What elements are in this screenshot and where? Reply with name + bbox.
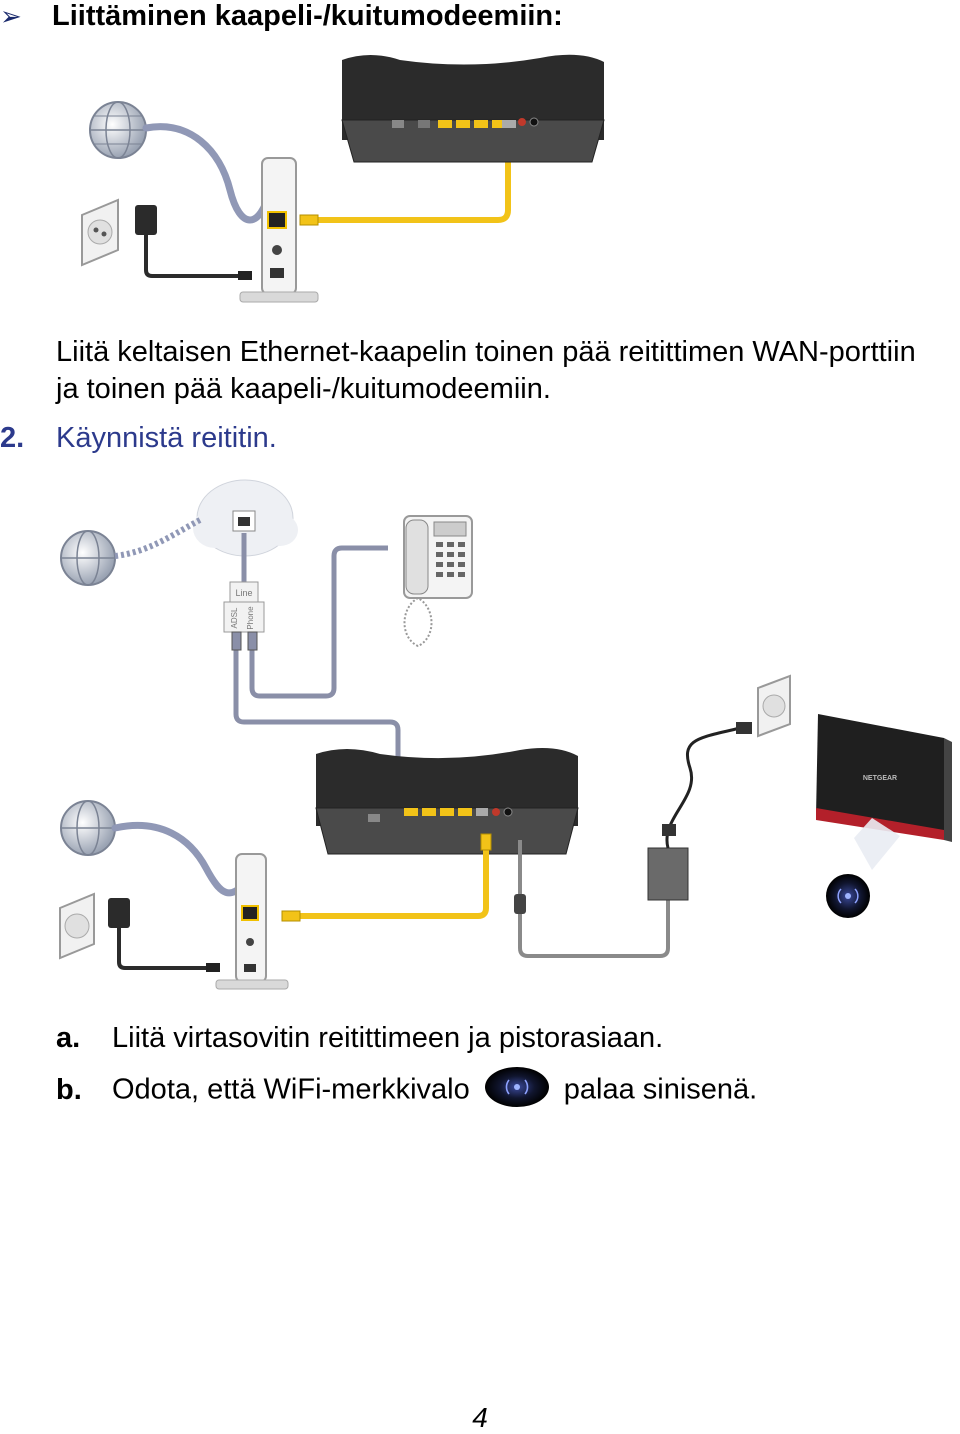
power-on-diagram: Line ADSL Phone [59,479,952,990]
wall-socket-icon [81,198,119,267]
filter-line-label: Line [235,588,252,598]
cable-modem [239,157,319,303]
modem-connection-diagram [81,54,605,303]
internet-globe-icon [89,101,147,159]
power-adapter-icon [647,722,752,901]
cable-modem [215,853,289,990]
substep-text: Liitä virtasovitin reitittimeen ja pisto… [112,1022,664,1054]
substep-label: a. [56,1022,81,1054]
instruction-paragraph: Liitä keltaisen Ethernet-kaapelin toinen… [56,336,916,405]
internet-globe-icon [60,800,116,856]
filter-phone-label: Phone [246,606,255,630]
step-text: Käynnistä reititin. [56,422,277,454]
telephone-icon [403,515,473,648]
router-rear-view [341,54,605,163]
substep-text-after: palaa sinisenä. [563,1073,758,1106]
internet-globe-icon [60,530,116,586]
section-heading: ➢ Liittäminen kaapeli-/kuitumodeemiin: [0,0,563,33]
wall-socket-icon [757,674,791,738]
wall-socket-icon [59,892,95,960]
router-brand-label: NETGEAR [863,775,897,782]
substep-a: a. Liitä virtasovitin reitittimeen ja pis… [56,1022,663,1055]
wifi-led-icon [484,1067,549,1107]
substep-label: b. [56,1073,82,1106]
router-front-view: NETGEAR [816,714,952,870]
substep-b: b. Odota, että WiFi-merkkivalo palaa sini… [56,1067,758,1112]
substep-text-before: Odota, että WiFi-merkkivalo [112,1073,470,1106]
step-number: 2. [0,422,25,454]
router-rear-view [315,748,579,855]
arrow-bullet-icon: ➢ [0,1,22,31]
wifi-led-icon [826,874,870,918]
heading-text: Liittäminen kaapeli-/kuitumodeemiin: [52,0,563,32]
step-2: 2. Käynnistä reititin. [0,422,277,455]
page-number: 4 [472,1402,488,1433]
cloud-icon [193,479,298,557]
dsl-filter: Line ADSL Phone [223,581,265,633]
filter-adsl-label: ADSL [230,607,239,628]
